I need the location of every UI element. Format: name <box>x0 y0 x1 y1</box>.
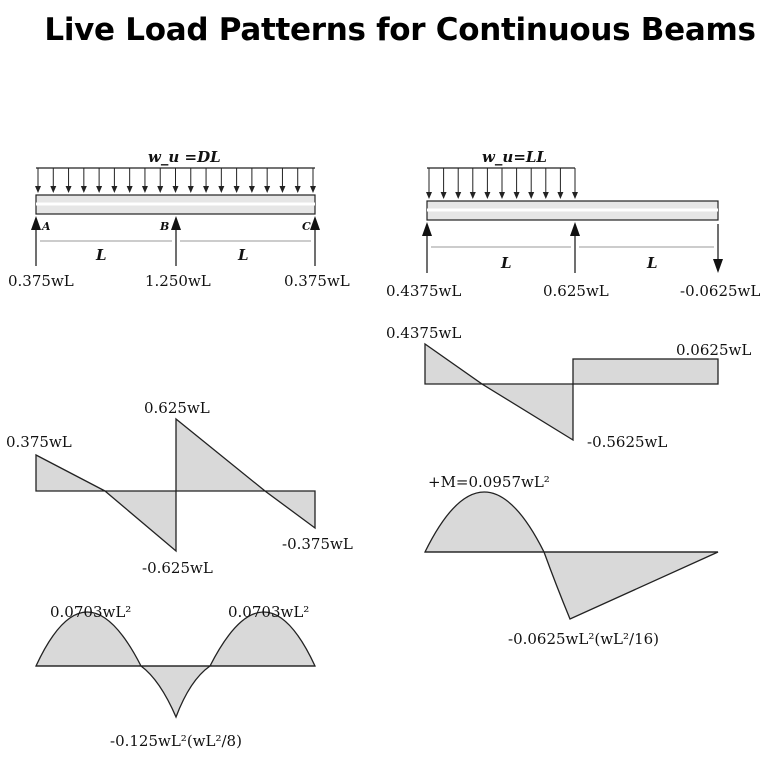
left-moment-diagram: 0.0703wL² 0.0703wL² -0.125wL²(wL²/8) <box>34 603 317 750</box>
right-reaction-head-b <box>570 222 580 236</box>
left-load-arrow-head <box>294 186 301 193</box>
right-moment-negative <box>543 551 719 620</box>
right-shear-region-2 <box>479 383 574 442</box>
right-moment-diagram: +M=0.0957wL² -0.0625wL²(wL²/16) <box>423 473 719 648</box>
left-load-arrow-head <box>218 186 225 193</box>
left-load-arrow-head <box>203 186 210 193</box>
left-reaction-head-c <box>310 216 320 230</box>
left-load-arrow-head <box>310 186 316 193</box>
left-support-c: C <box>302 220 311 233</box>
right-reaction-head-c <box>713 259 723 273</box>
left-moment-positive-2 <box>208 611 317 667</box>
right-load-arrow-head <box>440 192 447 199</box>
right-moment-positive <box>423 491 546 553</box>
left-load-label: w_u =DL <box>148 148 221 166</box>
left-shear-diagram: 0.375wL 0.625wL -0.625wL -0.375wL <box>6 399 353 577</box>
left-shear-region-2 <box>103 490 177 553</box>
left-moment-pos1-label: 0.0703wL² <box>50 603 131 621</box>
right-shear-b-left-label: -0.5625wL <box>587 433 667 451</box>
right-reaction-head-a <box>422 222 432 236</box>
right-reaction-a-label: 0.4375wL <box>386 282 461 300</box>
right-moment-pos-label: +M=0.0957wL² <box>428 473 550 491</box>
right-beam-diagram: w_u=LL L L 0.4375wL 0.625wL -0.0625wL <box>386 148 760 300</box>
left-load-arrow-head <box>233 186 240 193</box>
left-load-arrow-head <box>141 186 148 193</box>
left-reaction-head-a <box>31 216 41 230</box>
right-load-label: w_u=LL <box>482 148 547 166</box>
right-load-arrow-head <box>572 192 578 199</box>
left-span-1: L <box>95 246 107 264</box>
right-load-arrow-head <box>455 192 462 199</box>
left-shear-region-3 <box>175 417 267 492</box>
left-reaction-a-label: 0.375wL <box>8 272 74 290</box>
right-load-arrows <box>426 168 578 199</box>
left-load-arrow-head <box>264 186 271 193</box>
left-moment-pos2-label: 0.0703wL² <box>228 603 309 621</box>
right-load-arrow-head <box>528 192 535 199</box>
right-shear-diagram: 0.4375wL 0.0625wL -0.5625wL <box>386 324 751 451</box>
right-shear-region-1 <box>424 342 485 385</box>
left-reaction-head-b <box>171 216 181 230</box>
right-span-2: L <box>646 254 658 272</box>
right-shear-region-3 <box>572 358 719 385</box>
right-load-arrow-head <box>499 192 505 199</box>
right-load-arrow-head <box>513 192 520 199</box>
left-load-arrow-head <box>126 186 133 193</box>
left-load-arrow-head <box>172 186 179 193</box>
left-shear-region-1 <box>35 453 106 492</box>
left-beam-diagram: w_u =DL A B C L L 0.375wL 1.250wL 0.375w… <box>8 148 350 290</box>
left-reaction-b-label: 1.250wL <box>145 272 211 290</box>
right-moment-neg-label: -0.0625wL²(wL²/16) <box>508 630 659 648</box>
left-load-arrow-head <box>279 186 286 193</box>
left-load-arrow-head <box>35 186 41 193</box>
left-load-arrows <box>35 168 316 193</box>
left-span-2: L <box>237 246 249 264</box>
left-load-arrow-head <box>96 186 103 193</box>
left-shear-b-right-label: 0.625wL <box>144 399 210 417</box>
right-reaction-c-label: -0.0625wL <box>680 282 760 300</box>
left-support-b: B <box>159 220 169 233</box>
left-load-arrow-head <box>187 186 194 193</box>
right-load-arrow-head <box>557 192 564 199</box>
right-load-arrow-head <box>426 192 432 199</box>
left-load-arrow-head <box>111 186 118 193</box>
right-load-arrow-head <box>469 192 476 199</box>
left-shear-b-left-label: -0.625wL <box>142 559 213 577</box>
left-shear-a-label: 0.375wL <box>6 433 72 451</box>
left-shear-c-label: -0.375wL <box>282 535 353 553</box>
page-title: Live Load Patterns for Continuous Beams <box>44 12 756 48</box>
left-moment-negative <box>139 665 213 719</box>
right-reaction-b-label: 0.625wL <box>543 282 609 300</box>
left-shear-region-4 <box>263 490 316 530</box>
right-load-arrow-head <box>484 192 491 199</box>
right-shear-b-right-label: 0.0625wL <box>676 341 751 359</box>
left-load-arrow-head <box>65 186 72 193</box>
left-support-a: A <box>41 220 51 233</box>
right-shear-a-label: 0.4375wL <box>386 324 461 342</box>
left-moment-neg-label: -0.125wL²(wL²/8) <box>110 732 242 750</box>
right-span-1: L <box>500 254 512 272</box>
right-load-arrow-head <box>542 192 549 199</box>
left-moment-positive-1 <box>34 611 143 667</box>
left-load-arrow-head <box>248 186 255 193</box>
left-load-arrow-head <box>80 186 87 193</box>
left-reaction-c-label: 0.375wL <box>284 272 350 290</box>
left-load-arrow-head <box>157 186 164 193</box>
left-load-arrow-head <box>50 186 57 193</box>
